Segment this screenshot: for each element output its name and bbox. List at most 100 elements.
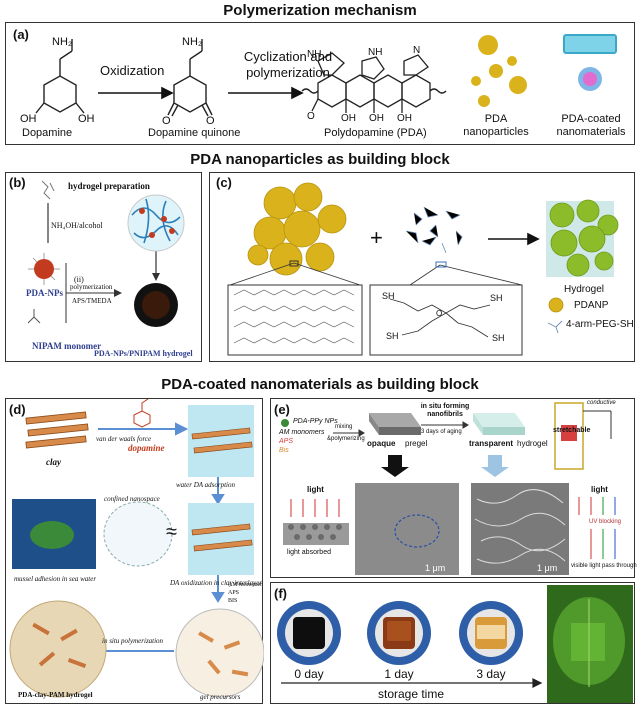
mechanism-scheme: [35, 34, 617, 117]
quinone-structure: [167, 39, 213, 117]
panel-b-label: (b): [9, 175, 26, 190]
coated-label: PDA-coated nanomaterials: [551, 113, 631, 139]
atom-nh2-1: NH₂: [52, 36, 73, 48]
light-label-1: light: [307, 485, 324, 494]
adsorption-label: water DA adsorption: [176, 481, 235, 489]
legend-hydrogel: Hydrogel: [564, 284, 605, 295]
coated-label-line1: PDA-coated: [561, 113, 621, 125]
panel-c-label: (c): [216, 175, 232, 190]
atom-nh-2: NH: [368, 47, 383, 58]
initiator-label: APS/TMEDA: [72, 297, 112, 305]
arrow2-label-line1: Cyclization and: [243, 49, 333, 64]
legend-peg-sh: 4-arm-PEG-SH: [566, 319, 634, 330]
pda-np-label-line1: PDA: [484, 113, 508, 125]
panel-a: (a) NH₂ OH OH NH₂ O O NH NH N O OH OH OH…: [5, 22, 635, 145]
title-mechanism: Polymerization mechanism: [223, 2, 417, 19]
arrow2-label-line2: polymerization: [246, 65, 330, 80]
mixing-label: mixing: [335, 424, 353, 430]
atom-nh2-2: NH₂: [182, 36, 203, 48]
dopamine-structure: [35, 39, 85, 114]
day-3-label: 3 day: [476, 667, 506, 681]
reagent-am: AM monomer: [228, 582, 263, 588]
hydrogel-cluster: [549, 199, 619, 277]
reagent-list: AM monomer APS BIS: [228, 581, 262, 605]
atom-oh-2: OH: [78, 113, 95, 125]
aging-label: 3 days of aging: [421, 429, 462, 435]
dopamine-molecule: [133, 399, 151, 428]
storage-time-axis: [281, 678, 543, 688]
dopamine-label: Dopamine: [22, 127, 73, 139]
sh-label-1: SH: [382, 291, 395, 301]
coated-label-line2: nanomaterials: [556, 126, 626, 138]
arrow1-label: Oxidization: [100, 63, 165, 78]
product-label: PDA-NPs/PNIPAM hydrogel: [94, 349, 193, 358]
light-absorbed-label: light absorbed: [287, 549, 331, 556]
pda-clay-label: PDA-clay-PAM hydrogel: [18, 691, 93, 699]
light-label-2: light: [591, 485, 608, 494]
visible-label: visible light pass through: [571, 563, 637, 569]
bis-label: Bis: [279, 447, 289, 454]
stretchable-label: stretchable: [553, 427, 591, 434]
panel-c: (c) + SH SH SH SH O Hydrogel PDANP 4-arm…: [209, 172, 635, 362]
hydrogel-e-label: hydrogel: [517, 439, 548, 448]
atom-oh-3: OH: [341, 113, 356, 124]
pda-np-label: PDA nanoparticles: [456, 113, 536, 139]
ppy-label: PDA-PPy NPs: [293, 418, 338, 425]
clay-layers: [25, 411, 89, 449]
pdanp-crosslink-scheme: [227, 182, 619, 356]
am-label: AM monomers: [279, 429, 325, 436]
peg-sh-molecule: [389, 298, 491, 338]
reagent-aps: APS: [228, 590, 240, 596]
insitu-e-line2: nanofibrils: [427, 411, 463, 418]
panel-f: (f) 0 day 1 day 3 day storage time: [270, 582, 635, 704]
arrow2-label: Cyclization and polymerization: [228, 49, 348, 81]
atom-o-2: O: [206, 115, 215, 127]
oxidization-arrow: [98, 86, 174, 100]
panel-e: (e) PDA-PPy NPs AM monomers APS Bis mixi…: [270, 398, 637, 578]
pdanp-cluster: [247, 182, 347, 276]
panel-d: (d) clay van der waals force dopamine wa…: [5, 398, 264, 704]
o-label: O: [436, 309, 443, 318]
scale-bar-1: 1 μm: [425, 563, 446, 573]
coated-nanomaterials-illustration: [563, 34, 617, 91]
atom-n: N: [413, 45, 421, 56]
plus-sign: +: [370, 225, 383, 250]
atom-o-1: O: [162, 115, 171, 127]
atom-nh-1: NH: [307, 49, 322, 60]
opaque-label: opaque: [367, 439, 396, 448]
scale-bar-2: 1 μm: [537, 563, 558, 573]
down-arrow-transparent: [481, 455, 509, 477]
day-0-label: 0 day: [294, 667, 324, 681]
polymerizing-label: &polymerizing: [327, 436, 365, 442]
transparent-hydrogel-scheme: [281, 402, 616, 575]
pda-structure: [301, 52, 447, 113]
polymerization-arrow: [228, 86, 304, 100]
insitu-e-line1: in situ forming: [420, 403, 470, 410]
panel-b: (b) hydrogel preparation NH₄OH/alcohol P…: [5, 172, 202, 362]
reagent-label: NH₄OH/alcohol: [51, 221, 103, 230]
precursors-label: gel precursors: [200, 693, 241, 701]
vdw-label: van der waals force: [96, 435, 152, 443]
dopamine-d-label: dopamine: [128, 443, 165, 453]
insitu-label: in situ polymerization: [102, 637, 164, 645]
hydrogel-prep-label: hydrogel preparation: [68, 181, 150, 191]
clay-label: clay: [46, 457, 61, 467]
pda-nanoparticles-illustration: [471, 35, 527, 107]
sh-label-4: SH: [386, 331, 399, 341]
down-arrow-opaque: [381, 455, 409, 477]
step-label: (ii): [74, 275, 84, 284]
conductive-label: conductive: [587, 400, 616, 406]
storage-axis-label: storage time: [377, 687, 445, 701]
approx-sign: ≈: [166, 521, 177, 543]
nanospace-label: confined nanospace: [104, 495, 160, 503]
insitu-e-label: in situ forming nanofibrils: [419, 403, 471, 419]
title-nanoparticles: PDA nanoparticles as building block: [190, 151, 450, 168]
storage-time-photos: [277, 585, 633, 703]
atom-oh-1: OH: [20, 113, 37, 125]
panel-d-label: (d): [9, 402, 26, 417]
forward-arrow: [488, 232, 540, 246]
pda-nps-label: PDA-NPs: [26, 288, 63, 298]
quinone-label: Dopamine quinone: [148, 127, 241, 139]
title-coated: PDA-coated nanomaterials as building blo…: [161, 376, 479, 393]
day-1-label: 1 day: [384, 667, 414, 681]
